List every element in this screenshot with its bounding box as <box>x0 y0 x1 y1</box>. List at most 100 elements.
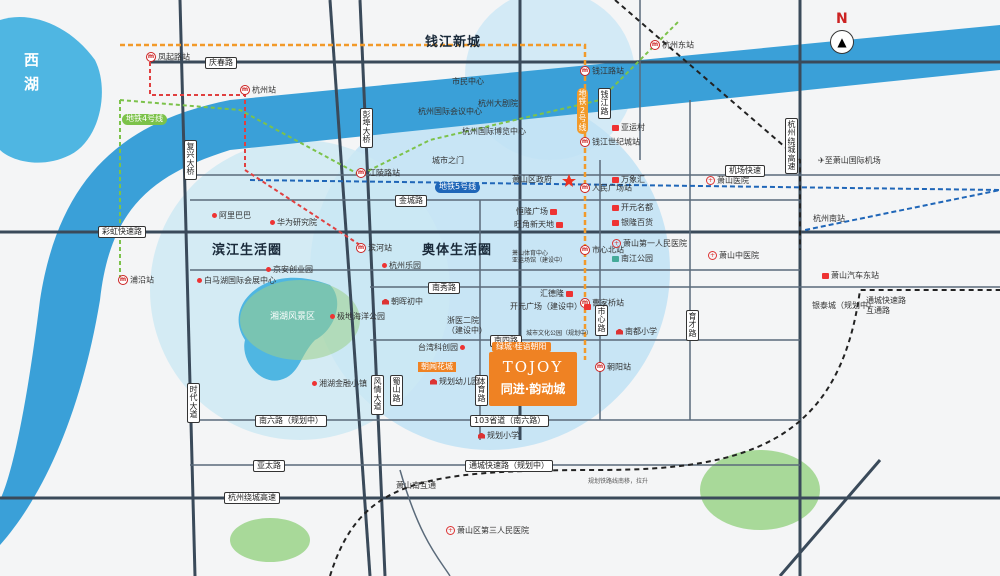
station-hangnan: 杭州南站 <box>813 214 845 223</box>
poi-alibaba: 阿里巴巴 <box>212 212 251 220</box>
poi-zhongyi: +萧山中医院 <box>708 251 759 260</box>
metro-icon: m <box>240 85 250 95</box>
poi-airport: ✈至萧山国际机场 <box>818 156 881 165</box>
poi-xiaoshan-south: 萧山南互通 <box>396 481 436 490</box>
metro-line4-label: 地铁4号线 <box>122 114 168 125</box>
poi-yayun: 亚运村 <box>612 124 645 132</box>
company-icon <box>270 220 275 225</box>
poi-sanxia: 湘湖金融小镇 <box>312 380 367 388</box>
road-airport: 机场快速 <box>725 165 765 177</box>
poi-baima: 白马湖国际会展中心 <box>197 277 276 285</box>
road-caihong: 彩虹快速路 <box>98 226 146 238</box>
station-xiaoshan-bus: 萧山汽车东站 <box>822 272 879 280</box>
road-qianjiang: 钱江路 <box>598 88 611 120</box>
road-fengqing: 风情大道 <box>371 375 384 415</box>
westlake-area <box>0 16 102 163</box>
government-star <box>562 174 576 187</box>
metro-icon: m <box>118 275 128 285</box>
binjiang-label: 滨江生活圈 <box>212 243 283 258</box>
metro-line2-label: 地铁2号线 <box>577 88 588 134</box>
poi-civic: 市民中心 <box>452 77 484 86</box>
road-tongcheng: 通城快速路（规划中） <box>465 460 553 472</box>
school-icon <box>478 432 485 439</box>
road-nanxiu: 南秀路 <box>428 282 460 294</box>
metro-icon: m <box>580 183 590 193</box>
school-icon <box>616 328 623 335</box>
plane-icon: ✈ <box>818 156 825 165</box>
poi-city-gate: 城市之门 <box>432 156 464 165</box>
shop-icon <box>612 219 619 226</box>
shop-icon <box>584 303 591 310</box>
hospital-icon: + <box>708 251 717 260</box>
shop-icon <box>566 290 573 297</box>
poi-kaiyuan-plaza: 开元广场（建设中） <box>510 303 593 311</box>
poi-chaowen: 朝闻花城 <box>418 362 456 372</box>
project-brand: TOJOY <box>502 358 564 376</box>
road-shushan: 蜀山路 <box>390 375 403 407</box>
poi-jida: 极地海洋公园 <box>330 313 385 321</box>
metro-icon: m <box>356 168 366 178</box>
metro-icon: m <box>580 137 590 147</box>
road-s103: 103省道（南六路） <box>470 415 550 427</box>
poi-grand-theatre: 杭州大剧院 <box>478 99 518 108</box>
road-ring: 杭州绕城高速 <box>224 492 280 504</box>
poi-planning-primary: 规划小学 <box>478 432 519 440</box>
park-icon <box>330 314 335 319</box>
poi-sports-center: 萧山体育中心 亚运场馆（建设中） <box>512 250 567 265</box>
bus-icon <box>822 272 829 279</box>
poi-tongcheng-hub: 通城快速路 互通路 <box>866 296 906 315</box>
qianjiang-label: 钱江新城 <box>425 35 482 50</box>
poi-wangjiao: 旺角新天地 <box>514 221 565 229</box>
poi-culture-park: 城市文化公园（规划中） <box>526 330 593 337</box>
aoti-label: 奥体生活圈 <box>422 243 493 258</box>
company-icon <box>266 267 271 272</box>
metro-icon: m <box>650 40 660 50</box>
qiantang-river <box>0 25 1000 545</box>
project-badge[interactable]: TOJOY 同进·韵动城 <box>489 352 577 406</box>
road-pengbu: 彭埠大桥 <box>360 108 373 148</box>
school-icon <box>382 298 389 305</box>
road-nanliu: 南六路（规划中） <box>255 415 327 427</box>
metro-icon: m <box>580 66 590 76</box>
poi-taiwan: 台湾科创园 <box>418 344 467 352</box>
compass-north-label: N <box>836 11 848 27</box>
hospital-icon: + <box>612 239 621 248</box>
shop-icon <box>550 208 557 215</box>
venue-icon <box>197 278 202 283</box>
poi-yintai-new: 银泰城（规划中） <box>812 301 876 310</box>
shop-icon <box>556 221 563 228</box>
poi-xs1: +萧山第一人民医院 <box>612 239 687 248</box>
park-icon <box>612 255 619 262</box>
shop-icon <box>612 204 619 211</box>
metro-line5-label: 地铁5号线 <box>435 182 481 193</box>
poi-nanjiang: 南江公园 <box>612 255 653 263</box>
road-shidai: 时代大道 <box>187 383 200 423</box>
project-tag: 绿城·桂语朝阳 <box>492 342 551 352</box>
poi-xiaoshan-hosp: +萧山医院 <box>706 176 749 185</box>
poi-rail-plan: 规划铁路线南移，拉升 <box>588 478 649 485</box>
poi-yintai: 银隆百货 <box>612 219 653 227</box>
poi-huide: 汇德隆 <box>540 290 575 298</box>
metro-icon: m <box>356 243 366 253</box>
road-yucai: 育才路 <box>686 310 699 342</box>
metro-icon: m <box>146 52 156 62</box>
poi-lejian: 杭州乐园 <box>382 262 421 270</box>
poi-expo: 杭州国际博览中心 <box>462 127 526 136</box>
shop-icon <box>612 176 619 183</box>
poi-zhe2: 浙医二院 （建设中） <box>447 316 487 335</box>
road-ring-east: 杭州绕城高速 <box>785 118 798 175</box>
building-icon <box>312 381 317 386</box>
road-fuxing: 复兴大桥 <box>184 140 197 180</box>
road-qingchun: 庆春路 <box>205 57 237 69</box>
